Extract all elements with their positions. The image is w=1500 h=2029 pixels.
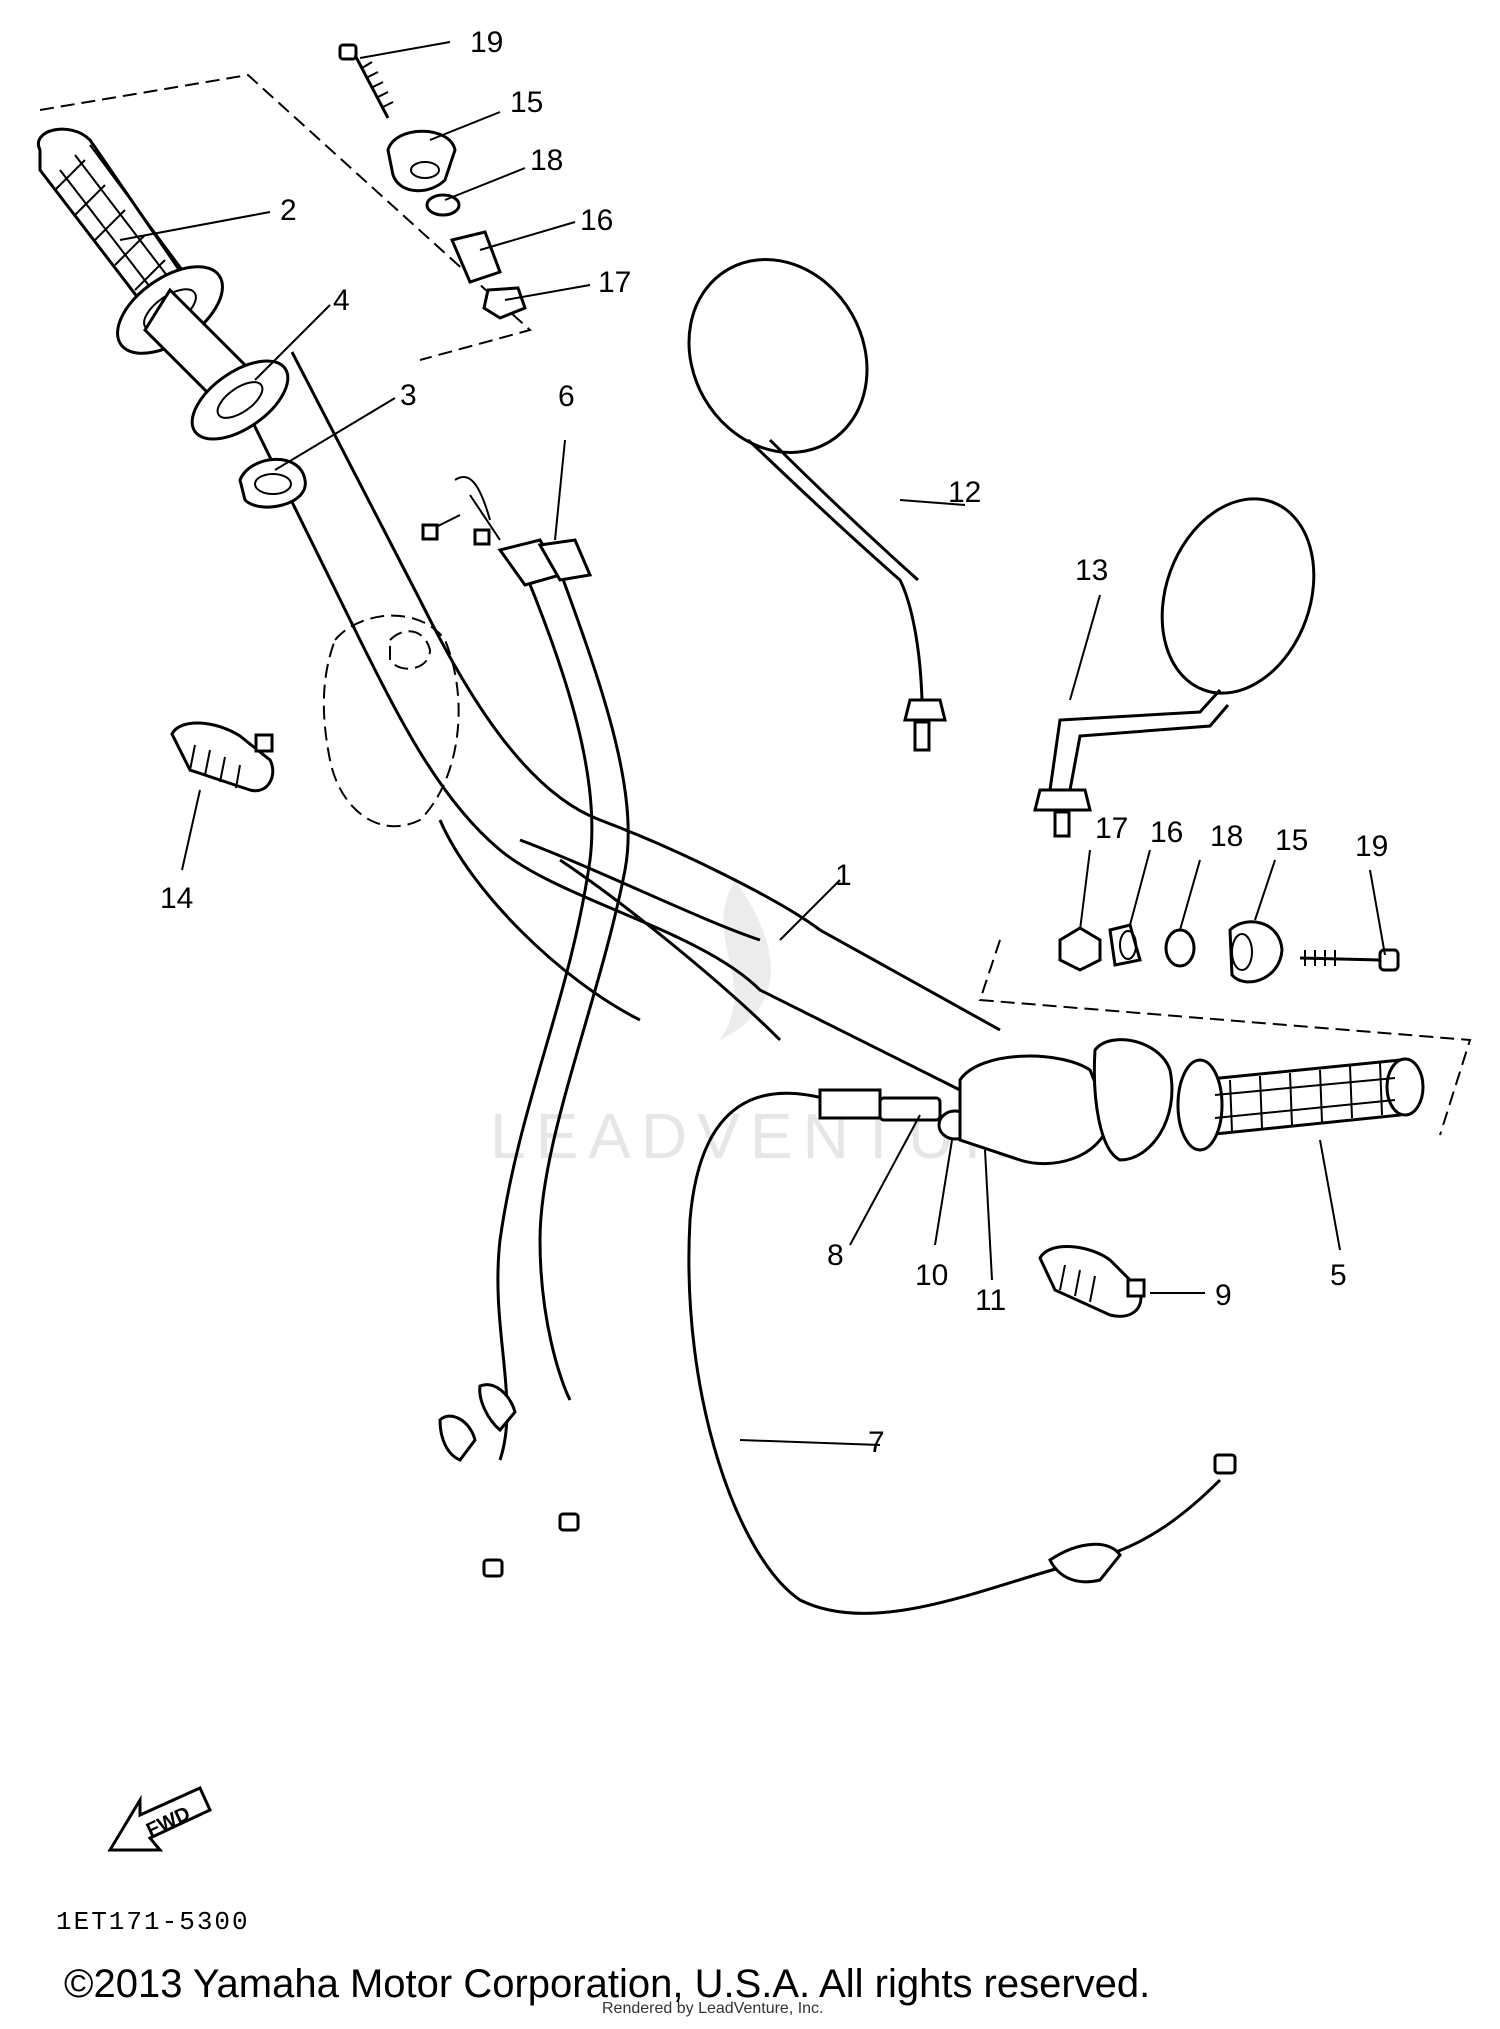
handlebar[interactable] <box>226 351 1001 1092</box>
right-lever-holder[interactable] <box>958 1038 1174 1166</box>
callout-15-left: 15 <box>510 86 543 119</box>
left-collar[interactable] <box>449 230 502 284</box>
callout-17-right: 17 <box>1095 812 1128 845</box>
callout-1: 1 <box>835 859 852 892</box>
left-bolt[interactable] <box>338 43 394 119</box>
callout-14: 14 <box>160 882 193 915</box>
right-group-outline <box>978 939 1472 1136</box>
right-bolt[interactable] <box>1299 948 1400 972</box>
callout-18-left: 18 <box>530 144 563 177</box>
right-nut-small[interactable] <box>1164 928 1196 968</box>
callout-19-right: 19 <box>1355 830 1388 863</box>
left-switch-housing <box>322 614 460 828</box>
callout-2: 2 <box>280 194 297 227</box>
callout-3: 3 <box>400 379 417 412</box>
copyright-text: ©2013 Yamaha Motor Corporation, U.S.A. A… <box>64 1962 1151 2006</box>
right-grip[interactable] <box>1176 1057 1425 1152</box>
throttle-collar[interactable] <box>238 457 307 509</box>
callout-6: 6 <box>558 380 575 413</box>
mirror-left[interactable] <box>654 227 947 752</box>
right-nut[interactable] <box>1058 926 1102 972</box>
callout-8: 8 <box>827 1239 844 1272</box>
callout-4: 4 <box>333 284 350 317</box>
callout-15-right: 15 <box>1275 824 1308 857</box>
fwd-arrow-icon: FWD <box>107 1786 212 1852</box>
render-credit: Rendered by LeadVenture, Inc. <box>602 2000 824 2017</box>
left-group-outline <box>39 73 533 361</box>
right-switch[interactable] <box>1038 1245 1146 1318</box>
throttle-tube[interactable] <box>143 287 301 454</box>
leader-lines <box>119 41 1386 1446</box>
right-damper[interactable] <box>1228 920 1284 984</box>
left-lever-holder[interactable] <box>170 721 275 793</box>
left-nut-small[interactable] <box>425 193 461 217</box>
callout-16-right: 16 <box>1150 816 1183 849</box>
callout-5: 5 <box>1330 1259 1347 1292</box>
callout-12: 12 <box>948 476 981 509</box>
callout-7: 7 <box>868 1426 885 1459</box>
callout-19-left: 19 <box>470 26 503 59</box>
mirror-right[interactable] <box>1033 477 1340 838</box>
diagram-code: 1ET171-5300 <box>56 1907 250 1937</box>
throttle-cables[interactable] <box>421 475 630 1578</box>
callout-18-right: 18 <box>1210 820 1243 853</box>
callout-17-left: 17 <box>598 266 631 299</box>
callout-11: 11 <box>975 1284 1006 1317</box>
right-collar[interactable] <box>1108 923 1142 967</box>
callouts: 19 15 18 16 17 2 4 3 6 12 13 1 17 16 18 … <box>160 26 1388 1459</box>
clutch-cable[interactable] <box>687 1088 1237 1615</box>
callout-13: 13 <box>1075 554 1108 587</box>
callout-16-left: 16 <box>580 204 613 237</box>
callout-10: 10 <box>915 1259 948 1292</box>
callout-9: 9 <box>1215 1279 1232 1312</box>
left-damper[interactable] <box>386 129 457 193</box>
cable-adjuster[interactable] <box>878 1096 942 1122</box>
left-nut[interactable] <box>482 286 527 320</box>
